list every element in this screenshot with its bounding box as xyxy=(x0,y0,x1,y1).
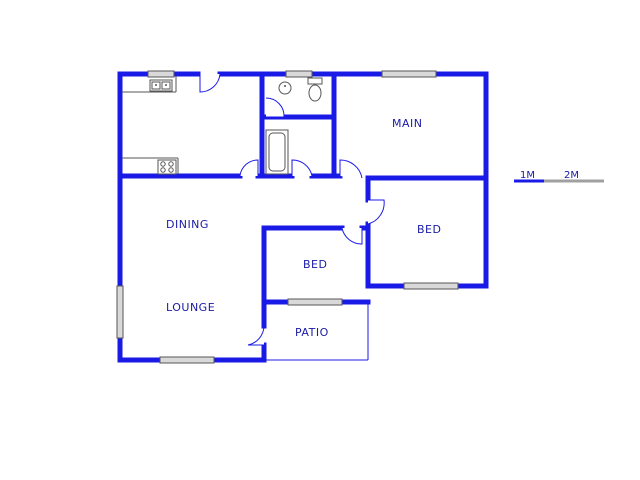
window-icon xyxy=(116,285,124,339)
room-label-bed-right: BED xyxy=(417,223,441,236)
scale-label-2m: 2M xyxy=(564,170,579,181)
walls xyxy=(117,71,489,363)
room-label-dining: DINING xyxy=(166,218,209,231)
door-swing-icon xyxy=(199,73,221,93)
window-icon xyxy=(287,298,343,306)
door-swing-icon xyxy=(239,159,259,177)
window-icon xyxy=(159,356,215,364)
room-labels: MAIN DINING BED BED LOUNGE PATIO xyxy=(166,117,441,339)
room-label-main: MAIN xyxy=(392,117,423,130)
door-swing-icon xyxy=(291,159,313,177)
doors xyxy=(199,73,385,346)
sink-icon xyxy=(149,79,173,92)
window-icon xyxy=(147,70,175,78)
door-swing-icon xyxy=(247,325,265,346)
kitchen-fixtures xyxy=(122,76,179,175)
window-icon xyxy=(285,70,313,78)
door-swing-icon xyxy=(339,159,363,179)
room-label-patio: PATIO xyxy=(295,326,329,339)
door-swing-icon xyxy=(341,227,363,245)
window-icon xyxy=(381,70,437,78)
windows xyxy=(116,70,459,364)
room-label-lounge: LOUNGE xyxy=(166,301,215,314)
window-icon xyxy=(403,282,459,290)
patio-outline xyxy=(264,302,369,361)
door-swing-icon xyxy=(367,199,385,225)
toilet-icon xyxy=(307,77,323,102)
room-label-bed-center: BED xyxy=(303,258,327,271)
scale-bar: 1M 2M xyxy=(514,170,604,183)
bathtub-icon xyxy=(265,129,289,175)
bathroom-fixtures xyxy=(265,77,323,175)
door-swing-icon xyxy=(265,97,285,118)
scale-label-1m: 1M xyxy=(520,170,535,181)
basin-icon xyxy=(278,81,292,95)
stove-icon xyxy=(157,159,177,175)
